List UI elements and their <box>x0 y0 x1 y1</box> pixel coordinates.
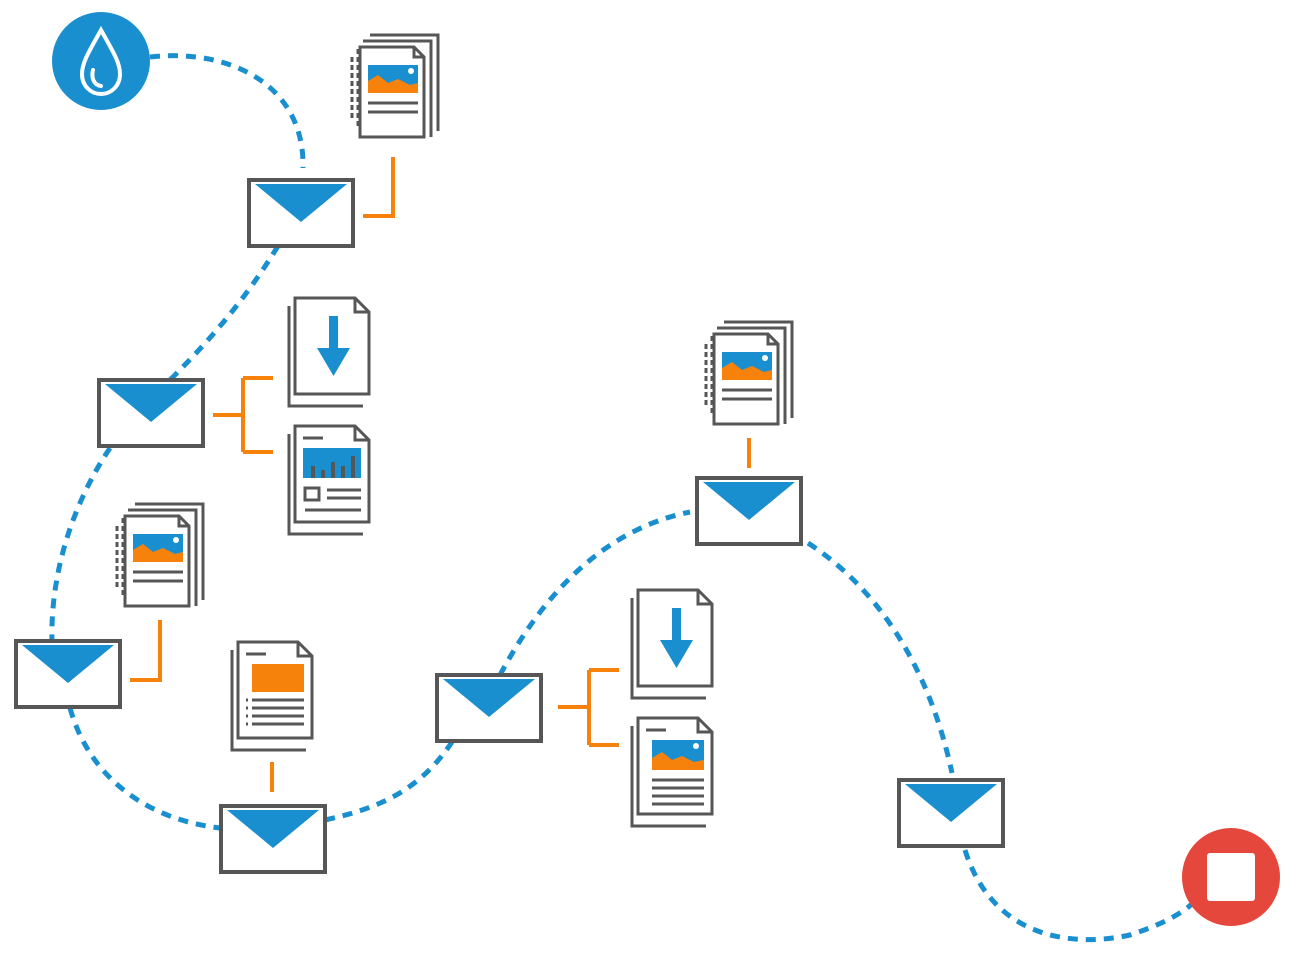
stop-square-icon <box>1207 853 1255 901</box>
download-document-icon <box>287 296 371 408</box>
image-text-document-icon <box>630 716 714 828</box>
connectors <box>130 157 751 792</box>
report-chart-document-icon <box>287 424 371 536</box>
start-node <box>52 12 150 110</box>
envelope-icon <box>695 476 803 546</box>
image-document-stack-icon <box>350 33 440 139</box>
envelope-icon <box>97 378 205 448</box>
envelope-icon <box>14 639 122 709</box>
envelope-icon <box>435 673 543 743</box>
envelope-icon <box>247 178 355 248</box>
envelope-icon <box>219 804 327 874</box>
flow-path <box>49 53 1195 943</box>
envelope-icon <box>897 778 1005 848</box>
text-document-icon <box>230 640 314 752</box>
stop-node <box>1182 828 1280 926</box>
image-document-stack-icon <box>115 502 205 608</box>
water-drop-icon <box>79 25 123 97</box>
download-document-icon <box>630 588 714 700</box>
image-document-stack-icon <box>704 320 794 426</box>
